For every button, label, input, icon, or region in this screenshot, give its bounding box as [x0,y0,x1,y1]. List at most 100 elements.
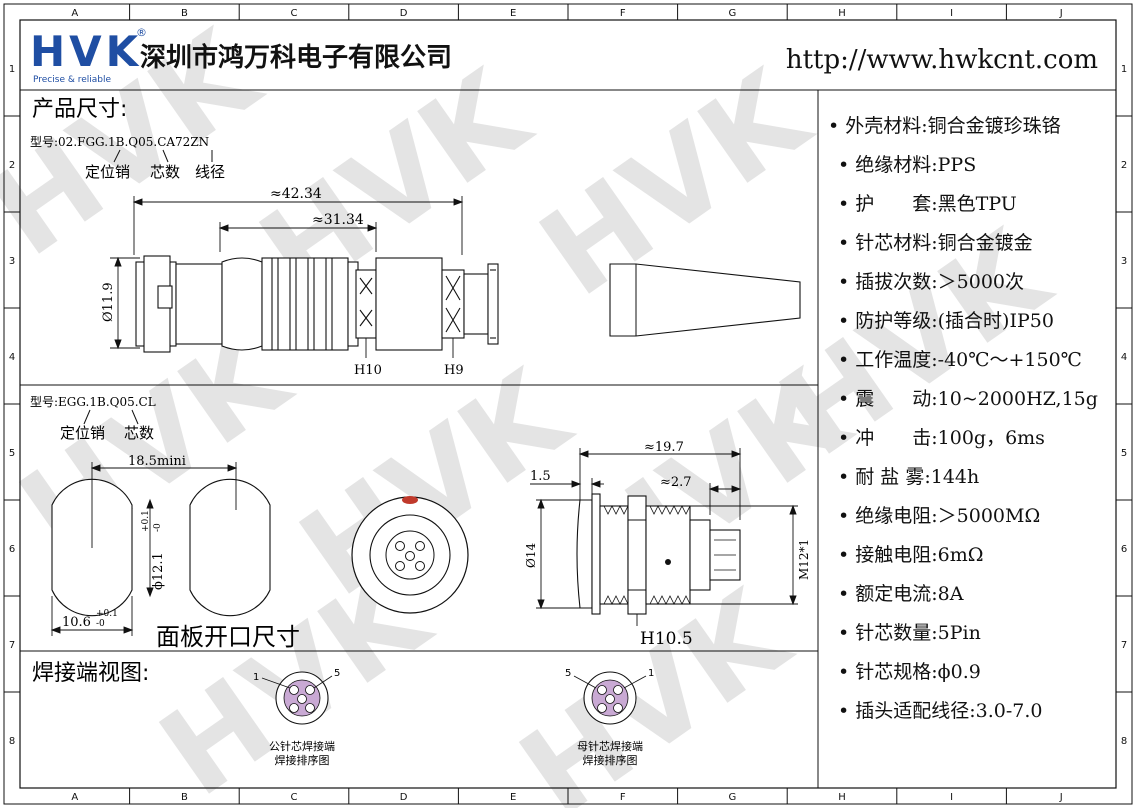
grid-col-label: H [838,792,846,803]
grid-row-label: 4 [1121,352,1127,363]
socket-dim-flange: 1.5 [530,469,551,484]
cutout-spacing: 18.5mini [128,454,186,469]
grid-col-label: A [71,792,78,803]
spec-item: • 防护等级:(插合时)IP50 [838,310,1054,332]
grid-row-label: 3 [9,256,15,267]
grid-col-label: G [729,792,737,803]
spec-list: • 外壳材料:铜合金镀珍珠铬 • 绝缘材料:PPS • 护 套:黑色TPU • 针芯材… [828,115,1098,722]
plug-dim-body: ≈31.34 [312,212,364,228]
socket-dim-diameter: Ø14 [524,543,538,568]
grid-row-label: 2 [1121,160,1127,171]
grid-col-label: A [71,8,78,19]
plug-side-view [135,255,499,353]
socket-side-view: ≈19.7 1.5 ≈2.7 Ø14 M12*1 [524,440,811,649]
grid-col-label: C [291,792,298,803]
grid-col-label: J [1059,8,1063,19]
grid-col-label: G [729,8,737,19]
spec-item: • 绝缘材料:PPS [838,154,976,176]
grid-row-label: 3 [1121,256,1127,267]
plug-dimensions [110,196,464,350]
grid-ticks [4,4,1132,804]
company-url: http://www.hwkcnt.com [786,45,1098,75]
cutout-height-tol-dn: -0 [153,523,163,532]
grid-col-label: E [510,8,516,19]
male-pin1-label: 1 [253,672,259,683]
grid-col-label: F [620,8,626,19]
grid-col-label: J [1059,792,1063,803]
male-pin5-label: 5 [334,668,340,679]
grid-row-label: 8 [1121,736,1127,747]
plug-label-core: 芯数 [150,163,180,181]
grid-row-label: 5 [1121,448,1127,459]
socket-dim-tail: ≈2.7 [660,475,692,490]
spec-item: • 针芯规格:ϕ0.9 [838,661,981,683]
spec-item: • 针芯材料:铜合金镀金 [838,232,1033,254]
grid-row-label: 8 [9,736,15,747]
female-caption-2: 焊接排序图 [583,753,638,767]
logo: HVK [30,27,142,76]
grid-row-label: 7 [9,640,15,651]
spec-item: • 冲 击:100g，6ms [838,427,1045,449]
grid-col-label: B [181,792,188,803]
spec-item: • 绝缘电阻:＞5000MΩ [838,505,1040,527]
socket-label-core: 芯数 [124,424,154,442]
socket-section: 型号:EGG.1B.Q05.CL 定位销 芯数 18.5mini ϕ12.1 +… [30,395,811,651]
spec-item: • 工作温度:-40℃～+150℃ [838,349,1082,371]
solder-section: 焊接端视图: 1 5 公针芯焊接端 焊接排序图 5 1 [32,661,654,767]
logo-tagline: Precise & reliable [33,75,111,85]
grid-row-label: 1 [1121,64,1127,75]
cutout-width: 10.6 [62,615,91,630]
spec-item: • 外壳材料:铜合金镀珍珠铬 [828,115,1061,137]
plug-section: 产品尺寸: 型号:02.FGG.1B.Q05.CA72ZN 定位销 芯数 线径 … [30,97,801,378]
grid-col-label: I [950,8,953,19]
spec-item: • 耐 盐 雾:144h [838,466,979,488]
grid-col-label: D [400,792,408,803]
socket-model: 型号:EGG.1B.Q05.CL [30,395,156,409]
female-solder-view: 5 1 母针芯焊接端 焊接排序图 [565,668,654,767]
cutout-dimensions [50,462,238,636]
spec-item: • 额定电流:8A [838,583,964,605]
spec-item: • 震 动:10~2000HZ,15g [838,388,1098,410]
socket-label-pin: 定位销 [60,424,105,442]
grid-col-label: E [510,792,516,803]
plug-dim-diameter: Ø11.9 [101,282,116,322]
spec-item: • 接触电阻:6mΩ [838,544,984,566]
cutout-d-shape [189,478,271,617]
plug-model: 型号:02.FGG.1B.Q05.CA72ZN [30,135,209,149]
section-title-dimensions: 产品尺寸: [32,97,127,122]
cutout-width-tol-dn: -0 [96,619,105,629]
plug-boot [609,263,801,337]
grid-col-label: D [400,8,408,19]
plug-label-pin: 定位销 [85,163,130,181]
cutout-width-tol-up: +0.1 [96,609,118,619]
plug-hex2: H9 [444,363,464,378]
spec-item: • 针芯数量:5Pin [838,622,981,644]
spec-item: • 插头适配线径:3.0-7.0 [838,700,1043,722]
grid-row-label: 5 [9,448,15,459]
grid-col-label: F [620,792,626,803]
female-pin1-label: 1 [648,668,654,679]
socket-model-leaders [83,409,139,425]
socket-front-view [351,496,469,614]
socket-pins [395,541,425,571]
grid-col-label: C [291,8,298,19]
grid-row-label: 2 [9,160,15,171]
plug-model-leaders [113,149,213,163]
grid-row-label: 6 [1121,544,1127,555]
female-pin5-label: 5 [565,668,571,679]
socket-dim-total: ≈19.7 [644,440,684,455]
plug-hex1: H10 [354,363,382,378]
socket-dim-thread: M12*1 [797,539,811,580]
grid-row-label: 6 [9,544,15,555]
male-solder-view: 1 5 公针芯焊接端 焊接排序图 [253,668,340,767]
company-name: 深圳市鸿万科电子有限公司 [140,42,452,73]
male-caption-2: 焊接排序图 [275,753,330,767]
plug-dim-total: ≈42.34 [270,186,322,202]
grid-row-label: 4 [9,352,15,363]
spec-item: • 护 套:黑色TPU [838,193,1017,215]
logo-registered-mark: ® [136,26,147,39]
cutout-title: 面板开口尺寸 [156,623,300,651]
cutout-height-tol-up: +0.1 [141,510,151,532]
